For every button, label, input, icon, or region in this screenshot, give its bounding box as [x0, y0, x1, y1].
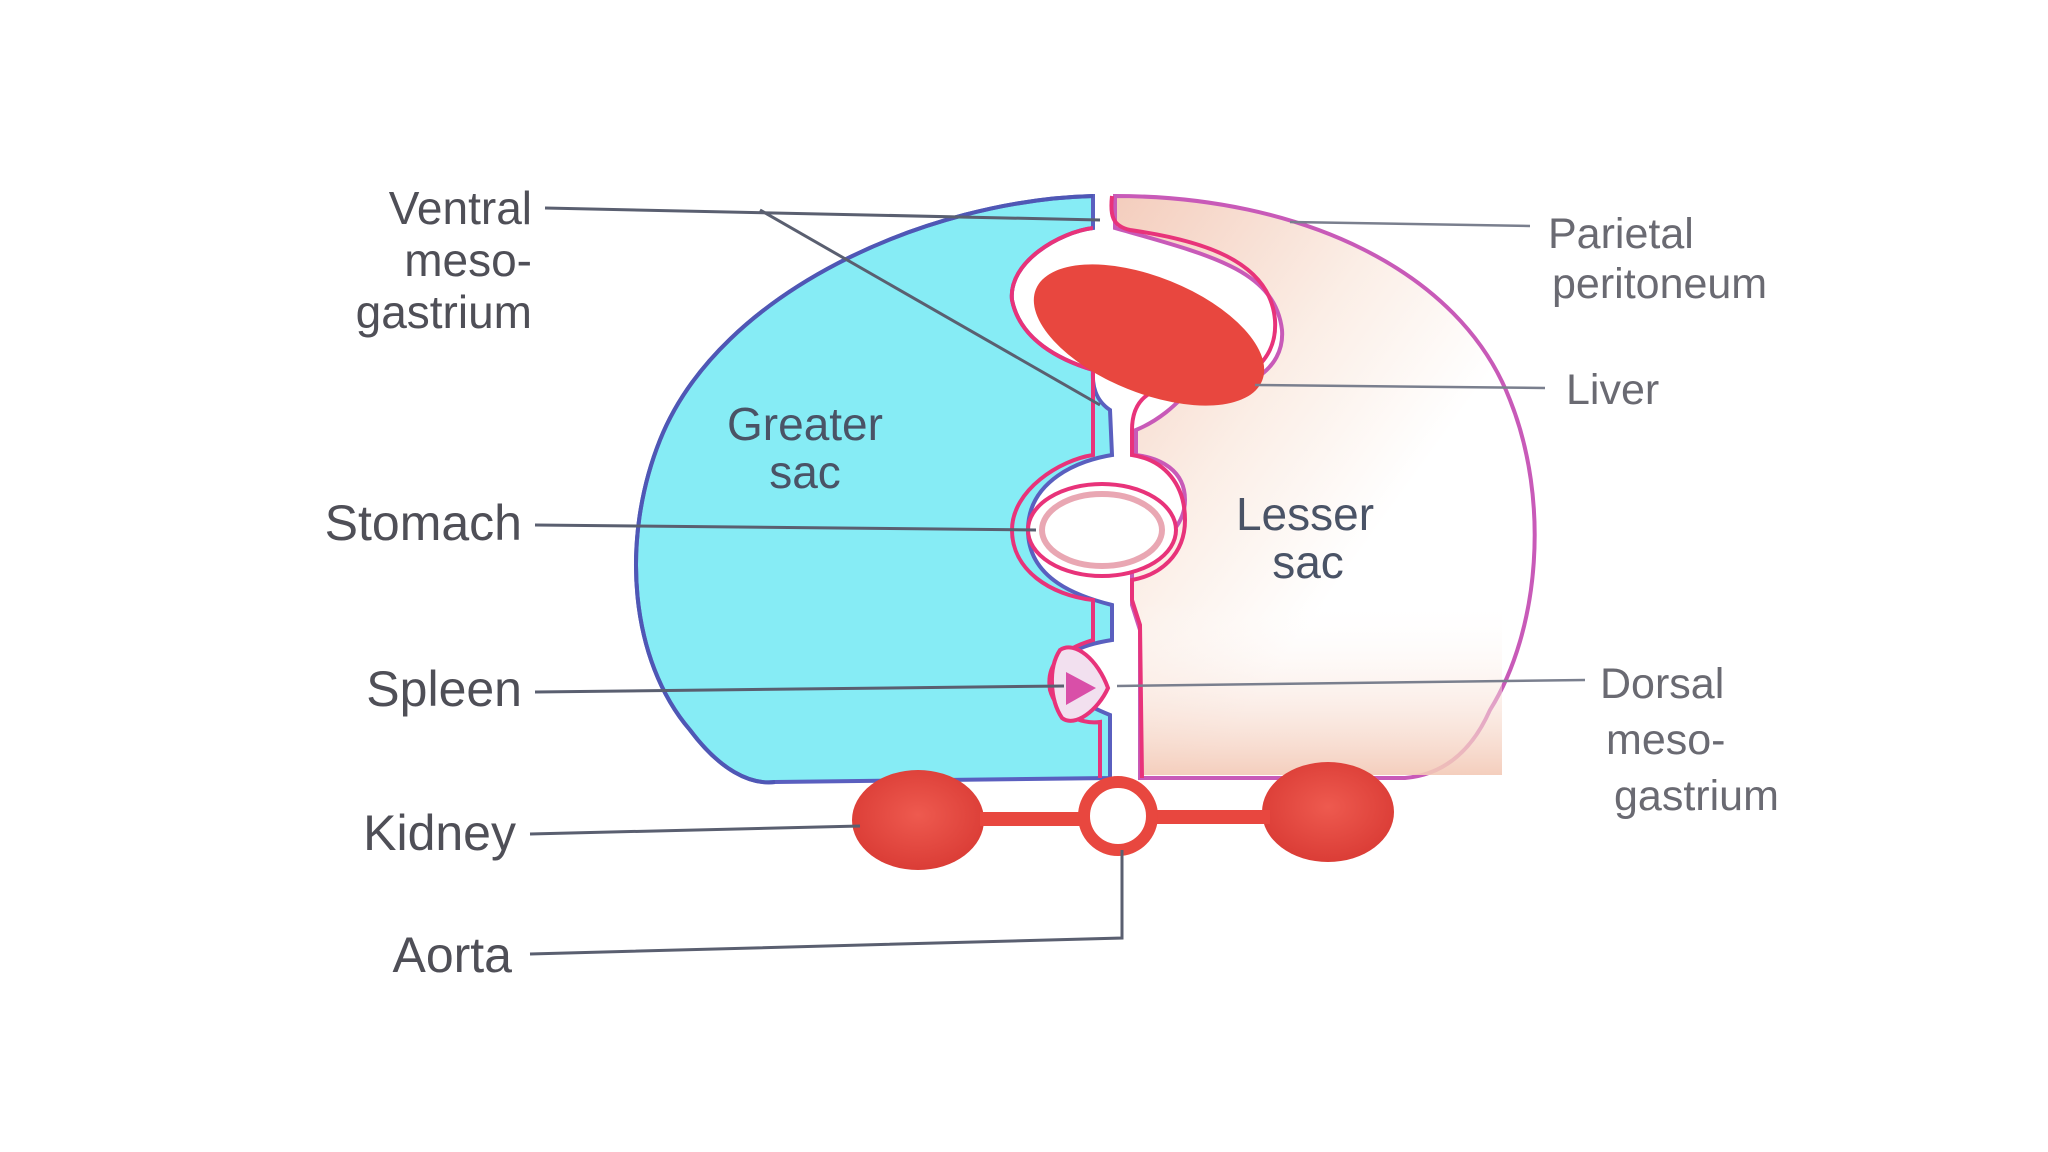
label-aorta: Aorta: [392, 927, 512, 983]
leader-parietal: [1289, 220, 1531, 228]
label-spleen: Spleen: [366, 661, 522, 717]
liver: [1033, 264, 1265, 406]
lesser-sac-lower-tint: [1142, 600, 1502, 775]
leader-dorsal: [1116, 678, 1586, 688]
leader-ventral-diag: [759, 208, 1101, 407]
label-greater-sac-line2: sac: [769, 446, 841, 498]
kidney-right: [1262, 762, 1394, 862]
renal-vessel-left: [980, 812, 1080, 826]
leader-spleen: [534, 684, 1065, 694]
label-ventral-line1: Ventral: [389, 182, 532, 234]
leader-ventral: [544, 206, 1101, 222]
label-liver: Liver: [1566, 366, 1659, 414]
greater-sac-outline: [634, 194, 1094, 785]
stomach-lumen: [1039, 491, 1165, 569]
label-dorsal-line1: Dorsal: [1600, 660, 1724, 708]
label-parietal-line2: peritoneum: [1552, 260, 1767, 308]
label-kidney: Kidney: [363, 805, 516, 861]
label-ventral-line2: meso-: [404, 234, 532, 286]
label-ventral-line3: gastrium: [356, 286, 532, 338]
label-dorsal-line3: gastrium: [1614, 772, 1779, 820]
label-stomach: Stomach: [325, 495, 522, 551]
label-lesser-sac-line2: sac: [1272, 536, 1344, 588]
leader-kidney: [529, 824, 861, 836]
spleen-core: [1066, 672, 1096, 705]
leader-stomach: [534, 523, 1037, 532]
leader-liver: [1254, 383, 1546, 390]
renal-vessel-right: [1150, 810, 1270, 824]
label-dorsal-line2: meso-: [1606, 716, 1725, 764]
kidney-left: [852, 770, 984, 870]
aorta: [1078, 776, 1158, 856]
leader-aorta: [529, 850, 1124, 956]
label-greater-sac-line1: Greater: [727, 398, 883, 450]
label-lesser-sac-line1: Lesser: [1236, 488, 1374, 540]
label-parietal-line1: Parietal: [1548, 210, 1694, 258]
